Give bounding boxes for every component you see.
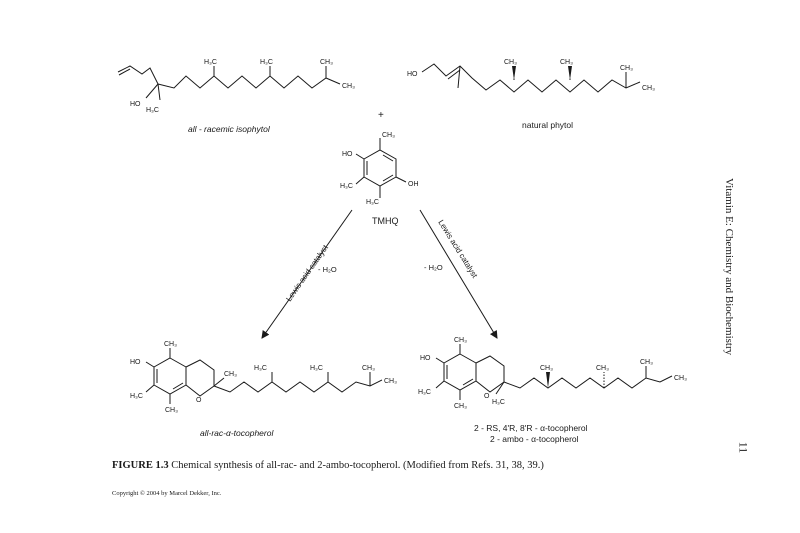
- tmhq-oh-atom: OH: [408, 181, 419, 188]
- ambo-tocopherol-label-line2: 2 - ambo - α-tocopherol: [490, 434, 579, 444]
- tmhq-structure: CH₃ HO OH H₃C H₃C: [340, 132, 419, 206]
- ambo-tocopherol-label-line1: 2 - RS, 4'R, 8'R - α-tocopherol: [474, 423, 588, 433]
- tocopherol-left-h3c-atom: H₃C: [254, 365, 267, 372]
- tocopherol-left-ch3-atom: CH₃: [165, 407, 178, 414]
- page-number: 11: [736, 441, 751, 454]
- all-rac-tocopherol-structure: CH₃ HO H₃C CH₃ O CH₃ H₃C H₃C CH₃ CH₃: [130, 341, 397, 414]
- tocopherol-right-ch3-atom: CH₃: [540, 365, 553, 372]
- phytol-ch3-atom: CH₃: [504, 59, 517, 66]
- phytol-ch3-atom: CH₃: [642, 85, 655, 92]
- isophytol-ch3-atom: CH₃: [342, 83, 355, 90]
- tocopherol-right-o-atom: O: [484, 393, 490, 400]
- isophytol-h3c-atom: H₃C: [146, 107, 159, 114]
- tocopherol-right-ch3-atom: CH₃: [596, 365, 609, 372]
- tocopherol-left-h3c-atom: H₃C: [310, 365, 323, 372]
- tocopherol-left-ch3-atom: CH₃: [224, 371, 237, 378]
- right-water-label: - H₂O: [424, 263, 443, 272]
- left-water-label: - H₂O: [318, 265, 337, 274]
- tmhq-h3c-atom: H₃C: [366, 199, 379, 206]
- tocopherol-right-ch3-atom: CH₃: [640, 359, 653, 366]
- figure-caption: FIGURE 1.3 Chemical synthesis of all-rac…: [112, 460, 712, 471]
- isophytol-h3c-atom: H₃C: [204, 59, 217, 66]
- tmhq-label: TMHQ: [372, 216, 399, 226]
- tocopherol-left-o-atom: O: [196, 397, 202, 404]
- copyright-notice: Copyright © 2004 by Marcel Dekker, Inc.: [112, 490, 222, 497]
- phytol-ch3-atom: CH₃: [620, 65, 633, 72]
- figure-caption-text: Chemical synthesis of all-rac- and 2-amb…: [171, 460, 544, 471]
- tocopherol-left-ch3-atom: CH₃: [384, 378, 397, 385]
- tocopherol-right-h3c-atom: H₃C: [492, 399, 505, 406]
- isophytol-h3c-atom: H₃C: [260, 59, 273, 66]
- tmhq-h3c-atom: H₃C: [340, 183, 353, 190]
- tocopherol-left-ho-atom: HO: [130, 359, 141, 366]
- tocopherol-left-ch3-atom: CH₃: [362, 365, 375, 372]
- tmhq-ho-atom: HO: [342, 151, 353, 158]
- all-rac-tocopherol-label: all-rac-α-tocopherol: [200, 428, 274, 438]
- isophytol-ho-atom: HO: [130, 101, 141, 108]
- isophytol-ch3-atom: CH₃: [320, 59, 333, 66]
- plus-sign: +: [378, 110, 384, 121]
- left-reaction-arrow: [261, 209, 353, 339]
- tocopherol-right-h3c-atom: H₃C: [418, 389, 431, 396]
- phytol-structure: HO CH₃ CH₃ CH₃ CH₃: [407, 59, 655, 93]
- tmhq-ch3-atom: CH₃: [382, 132, 395, 139]
- tocopherol-right-ch3-atom: CH₃: [454, 403, 467, 410]
- tocopherol-left-h3c-atom: H₃C: [130, 393, 143, 400]
- tocopherol-right-ch3-atom: CH₃: [454, 337, 467, 344]
- phytol-ch3-atom: CH₃: [560, 59, 573, 66]
- figure-number: FIGURE 1.3: [112, 460, 169, 471]
- right-reaction-arrow: [419, 209, 498, 339]
- phytol-ho-atom: HO: [407, 71, 418, 78]
- running-head: Vitamin E: Chemistry and Biochemistry: [723, 178, 735, 356]
- tocopherol-left-ch3-atom: CH₃: [164, 341, 177, 348]
- isophytol-label: all - racemic isophytol: [188, 124, 271, 134]
- phytol-label: natural phytol: [522, 120, 573, 130]
- ambo-tocopherol-structure: CH₃ HO H₃C CH₃ O H₃C CH₃ CH₃ CH₃ CH₃: [418, 337, 687, 410]
- tocopherol-right-ho-atom: HO: [420, 355, 431, 362]
- tocopherol-right-ch3-atom: CH₃: [674, 375, 687, 382]
- isophytol-structure: HO H₃C H₃C H₃C CH₃ CH₃: [117, 59, 355, 114]
- right-catalyst-label: Lewis acid catalyst: [436, 218, 479, 280]
